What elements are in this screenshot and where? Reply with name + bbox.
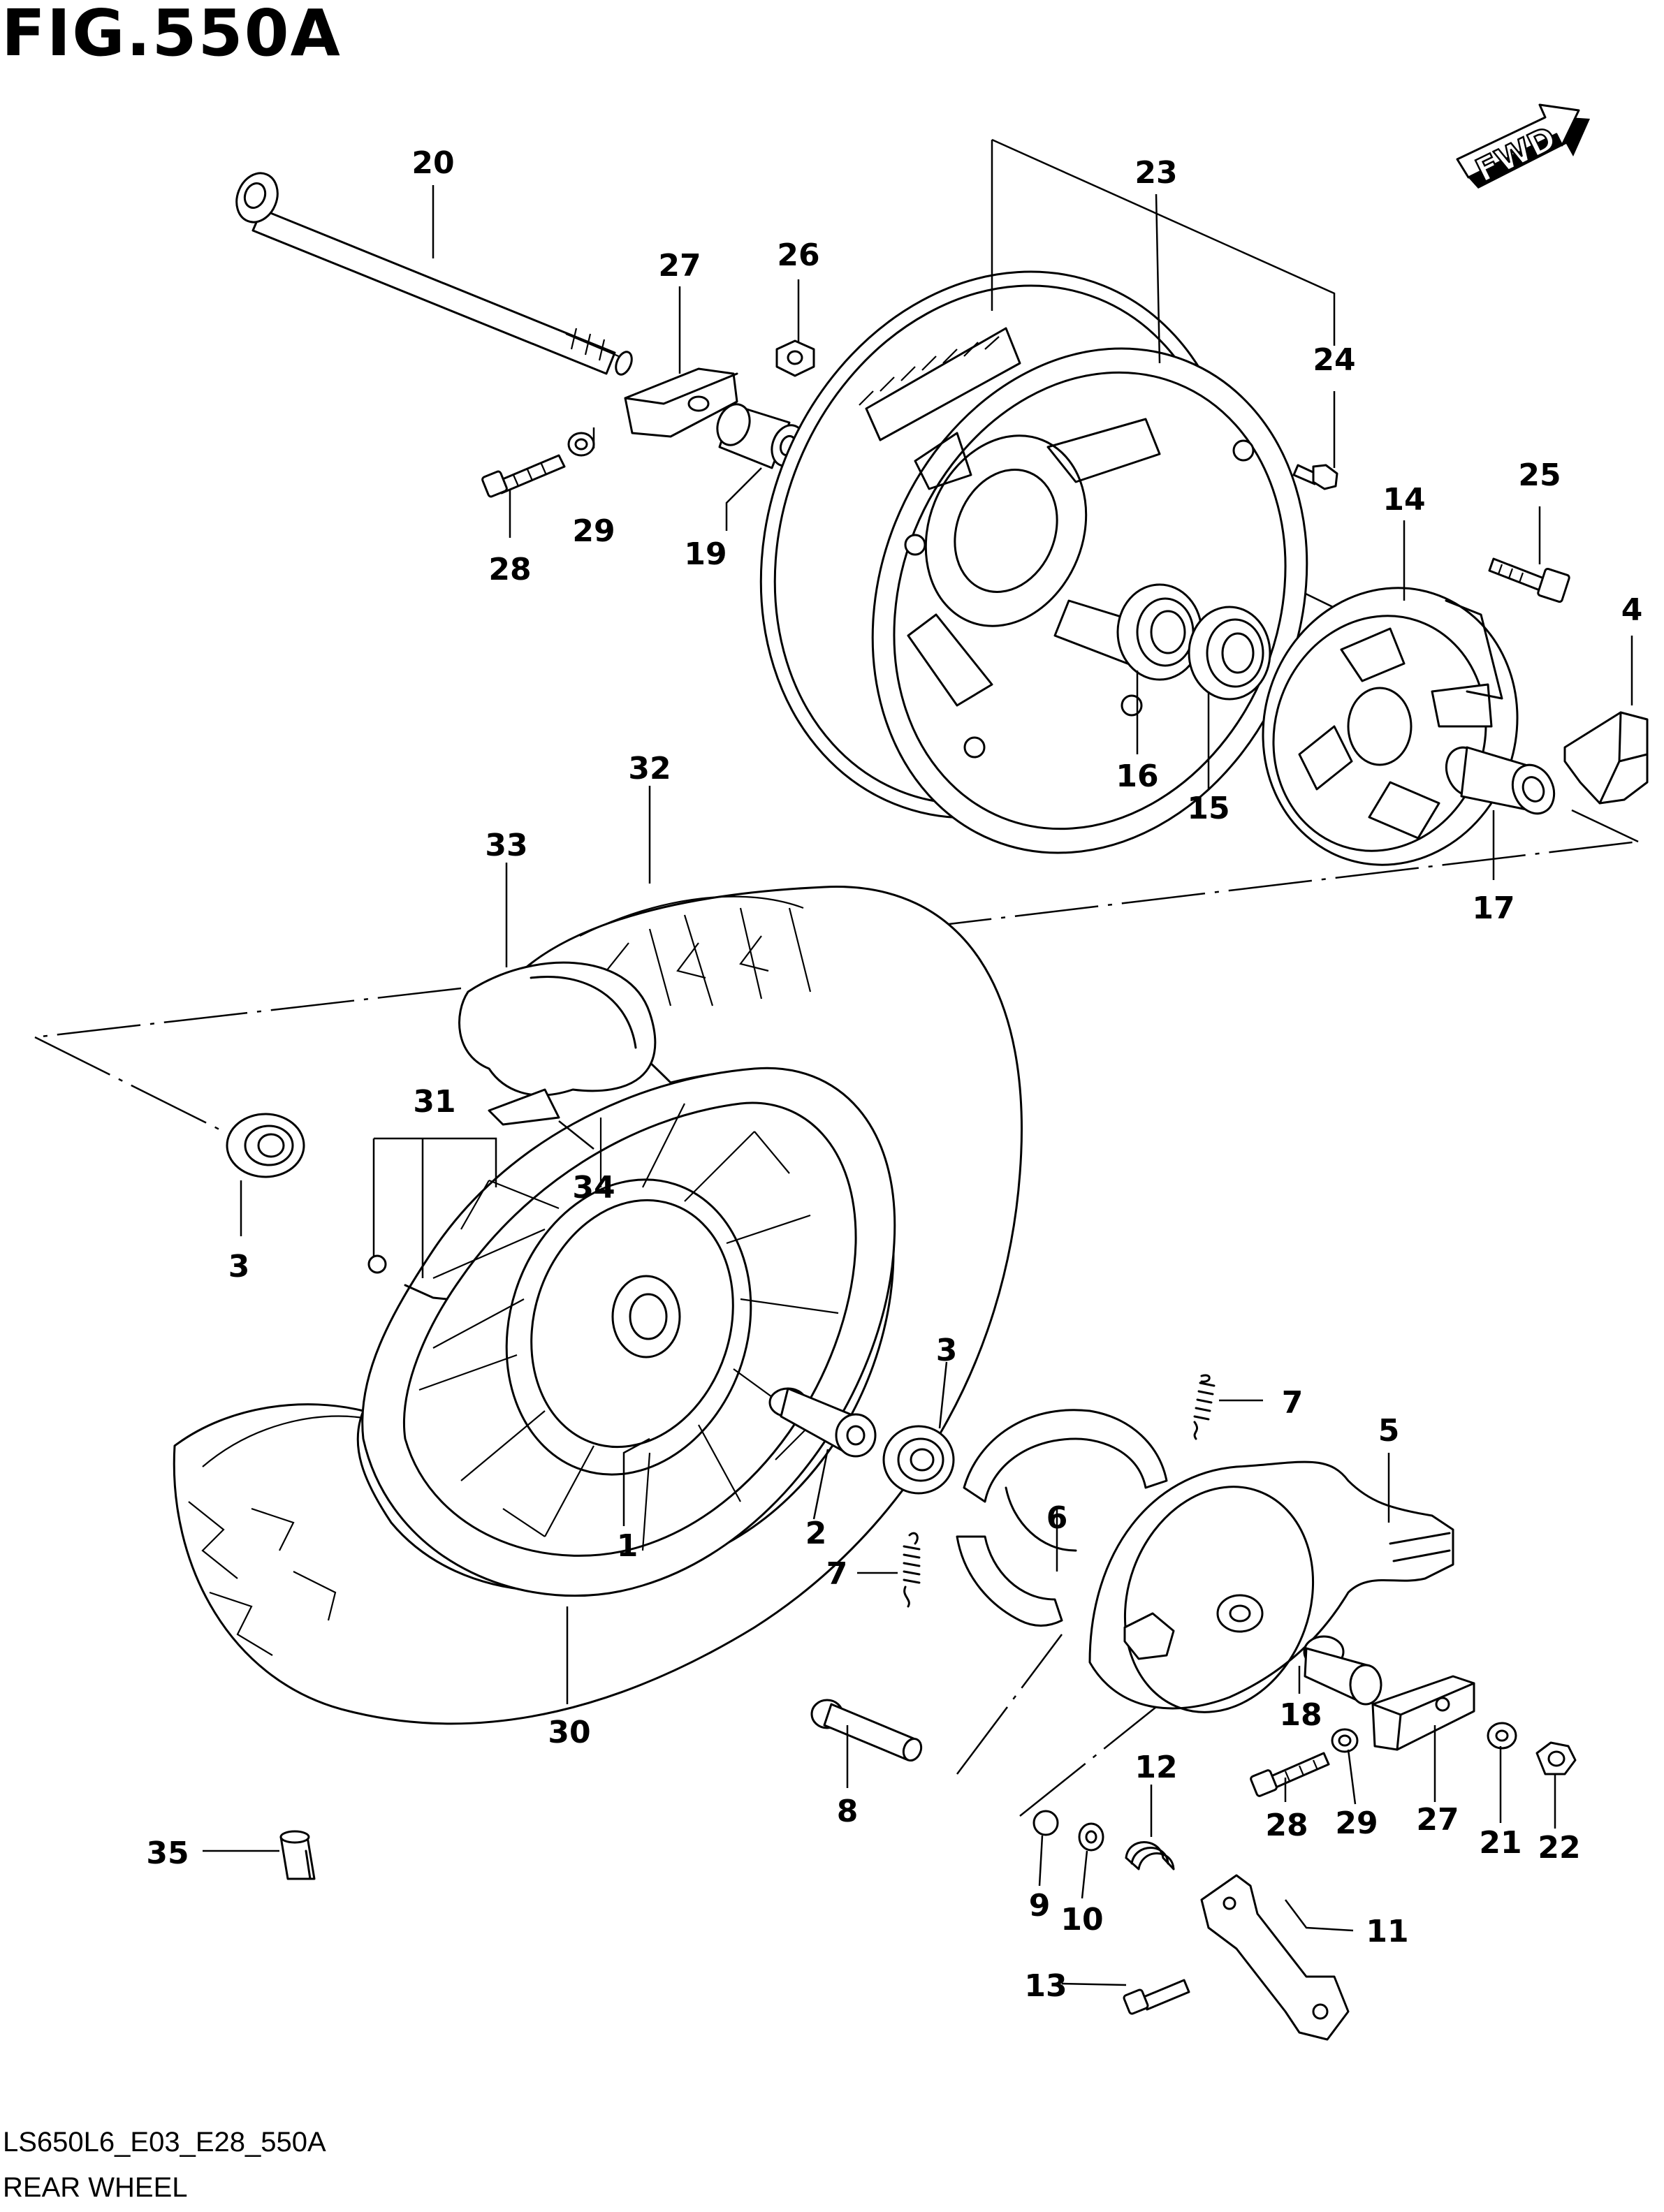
callout-27-lower: 27	[1416, 1802, 1459, 1838]
inner-tube	[458, 961, 657, 1097]
callout-21: 21	[1479, 1825, 1521, 1861]
spacer-18	[1303, 1635, 1382, 1706]
callout-17: 17	[1472, 891, 1515, 926]
bolt-25	[1488, 557, 1570, 603]
rear-sprocket	[759, 270, 1308, 854]
fwd-arrow-icon: FWD	[1456, 103, 1590, 191]
callout-23: 23	[1134, 155, 1177, 191]
callout-34: 34	[572, 1170, 615, 1206]
rear-wheel-rim	[361, 1067, 896, 1597]
callout-8: 8	[837, 1794, 859, 1829]
callout-3-right: 3	[936, 1333, 958, 1368]
sprocket-drum-hub	[1262, 587, 1519, 866]
figure-caption: REAR WHEEL	[3, 2172, 188, 2203]
callout-13: 13	[1024, 1968, 1067, 2004]
bearing-3-right	[882, 1425, 955, 1495]
callout-29-upper: 29	[572, 513, 615, 549]
callout-20: 20	[411, 145, 454, 181]
damper-4	[1563, 711, 1649, 805]
callout-19: 19	[684, 536, 727, 572]
callout-leader-lines	[203, 138, 1633, 1986]
spacer-2	[768, 1387, 877, 1458]
nut-29-lower	[1331, 1728, 1359, 1753]
figure-title: FIG.550A	[1, 0, 342, 71]
chain-adjuster-lower	[1371, 1675, 1475, 1751]
bearing-15	[1188, 606, 1271, 701]
brake-panel	[1088, 1460, 1454, 1713]
bolt-28-upper	[481, 454, 566, 498]
o-ring-9	[1032, 1810, 1059, 1836]
nut-22	[1535, 1741, 1577, 1775]
nut-26	[775, 339, 815, 377]
bolt-13	[1123, 1979, 1190, 2015]
brake-cam-lever	[1200, 1874, 1350, 2041]
washer-10	[1078, 1822, 1104, 1852]
callout-22: 22	[1538, 1830, 1580, 1866]
callout-30: 30	[548, 1715, 590, 1750]
callout-14: 14	[1382, 482, 1425, 518]
spring-7-upper	[1193, 1374, 1216, 1440]
callout-7-lower: 7	[826, 1556, 848, 1592]
callout-7-upper: 7	[1282, 1385, 1304, 1421]
callout-10: 10	[1060, 1902, 1103, 1938]
callout-2: 2	[805, 1516, 827, 1551]
bolt-24	[1292, 464, 1338, 490]
callout-25: 25	[1518, 457, 1561, 493]
callout-12: 12	[1134, 1750, 1177, 1785]
callout-33: 33	[485, 828, 527, 863]
model-code: LS650L6_E03_E28_550A	[3, 2127, 326, 2158]
rear-axle	[235, 172, 633, 376]
callout-15: 15	[1187, 791, 1229, 826]
fwd-label: FWD	[1470, 119, 1562, 189]
bearing-3-left	[226, 1113, 305, 1178]
callout-11: 11	[1366, 1914, 1408, 1949]
callout-31: 31	[413, 1084, 455, 1120]
callout-3-left: 3	[228, 1249, 250, 1284]
callout-35: 35	[146, 1836, 189, 1871]
spring-7-lower	[903, 1532, 921, 1608]
callout-26: 26	[777, 237, 819, 273]
callout-9: 9	[1029, 1888, 1051, 1924]
bearing-16	[1116, 583, 1203, 681]
brake-cam-8	[810, 1699, 923, 1762]
chain-adjuster-upper	[624, 367, 738, 438]
bolt-28-lower	[1250, 1752, 1330, 1797]
callout-24: 24	[1313, 342, 1355, 378]
rim-band	[488, 1088, 560, 1126]
callout-labels: 20 27 26 23 24 25 14 4 29 28 19 16 15 17…	[146, 145, 1642, 2004]
callout-5: 5	[1378, 1413, 1400, 1449]
callout-32: 32	[628, 751, 671, 786]
callout-4: 4	[1621, 592, 1643, 628]
collar-17	[1445, 746, 1556, 815]
nut-29-upper	[567, 432, 595, 457]
spoke-nipple-35	[279, 1830, 316, 1880]
valve-cap-31	[367, 1254, 448, 1301]
callout-27-upper: 27	[658, 248, 701, 284]
return-spring-12	[1125, 1841, 1175, 1870]
callout-29-lower: 29	[1335, 1806, 1378, 1841]
callout-1: 1	[617, 1528, 638, 1564]
brake-shoes	[956, 1409, 1168, 1627]
callout-6: 6	[1046, 1500, 1068, 1536]
callout-28-upper: 28	[488, 552, 531, 587]
callout-18: 18	[1279, 1697, 1322, 1733]
callout-28-lower: 28	[1265, 1808, 1308, 1843]
washer-21	[1487, 1722, 1517, 1750]
callout-16: 16	[1116, 759, 1158, 794]
